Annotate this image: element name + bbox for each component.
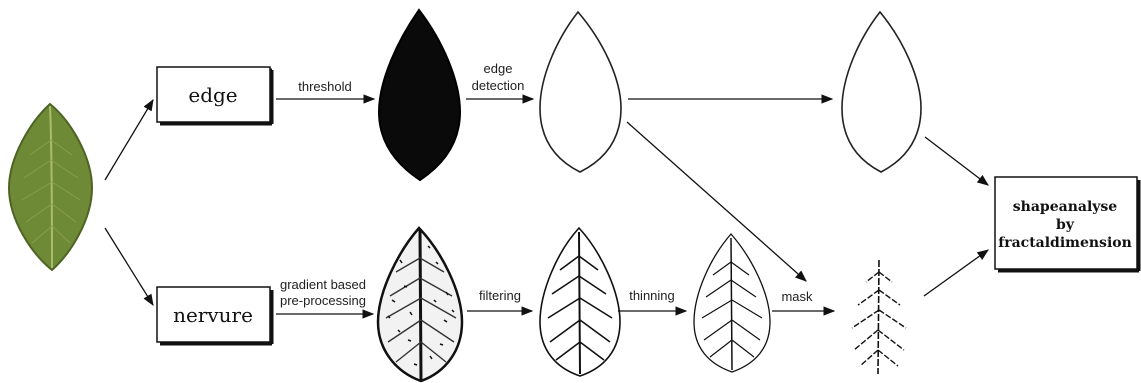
arrow-outline-to-result [925,137,988,185]
threshold-leaf [379,10,460,180]
masked-veins [852,260,906,374]
result-line-2: by [1056,217,1075,233]
mask-label: mask [781,289,813,304]
arrow-leaf-to-nervure [105,228,153,305]
thinned-leaf [694,234,770,372]
edge-detection-label-line1: edge [484,61,513,76]
flow-arrows [105,99,988,314]
final-outline-leaf [842,12,921,172]
edge-box-label: edge [188,83,237,107]
gradient-leaf [378,228,462,381]
gradient-label-line2: pre-processing [280,293,366,308]
edge-detection-label-line2: detection [472,78,525,93]
nervure-box-label: nervure [173,303,253,327]
thinning-label: thinning [629,288,675,303]
filtering-label: filtering [479,288,521,303]
arrow-leaf-to-edge [105,100,153,180]
leaf-photo [9,104,92,270]
result-line-1: shapeanalyse [1013,199,1117,215]
arrow-veins-to-result [924,250,988,296]
result-line-3: fractaldimension [998,235,1132,251]
edge-detection-leaf [540,12,621,172]
gradient-label-line1: gradient based [280,277,366,292]
threshold-label: threshold [298,79,351,94]
filtered-leaf [540,228,620,376]
